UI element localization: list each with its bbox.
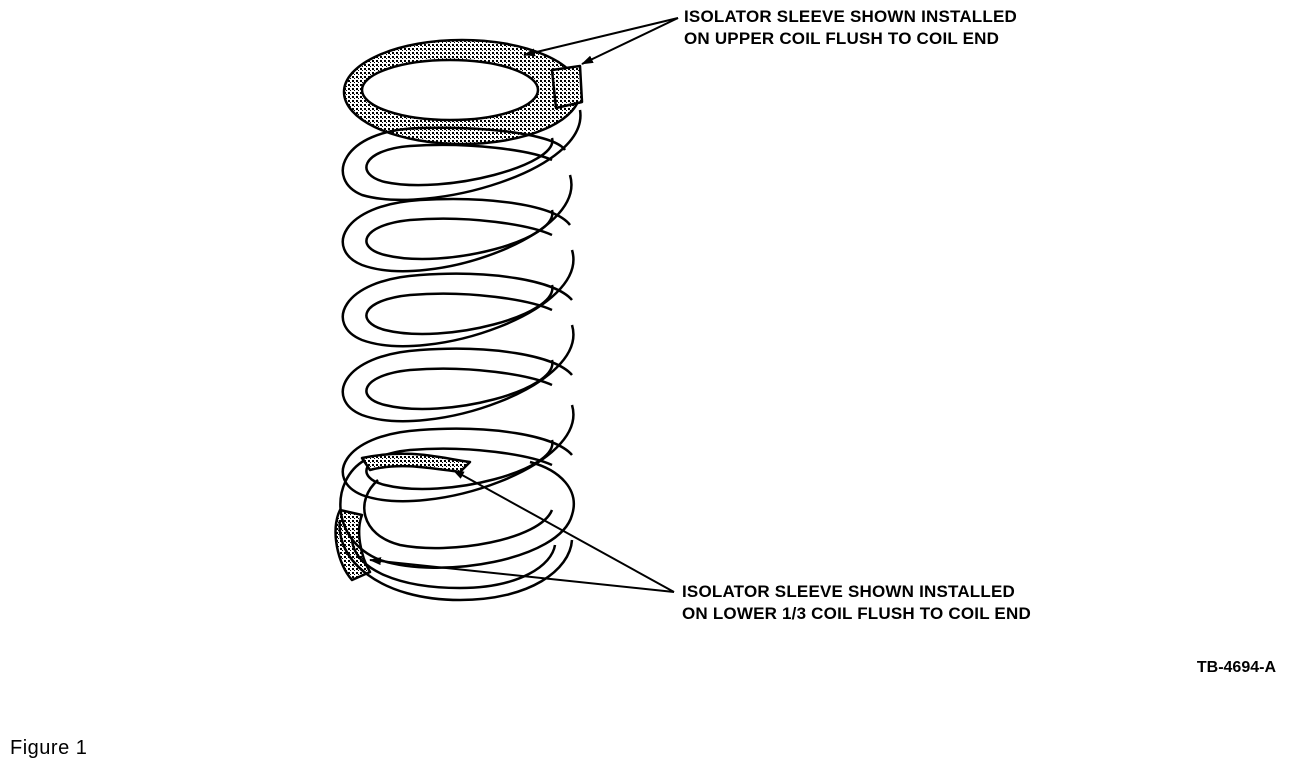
leader-upper-b (581, 17, 679, 65)
coil-turn-1 (341, 109, 582, 202)
drawing-number: TB-4694-A (1196, 659, 1276, 676)
callout-lower-line2: ON LOWER 1/3 COIL FLUSH TO COIL END (682, 604, 1031, 623)
callout-lower-line1: ISOLATOR SLEEVE SHOWN INSTALLED (682, 582, 1015, 601)
figure-caption: Figure 1 (10, 737, 88, 759)
lower-coil-sleeve (334, 452, 575, 602)
callout-upper-line2: ON UPPER COIL FLUSH TO COIL END (684, 29, 1000, 48)
leader-lines (369, 17, 679, 593)
coil-turn-4 (341, 324, 575, 423)
leader-lower-a (452, 469, 675, 593)
coil-spring (334, 38, 584, 602)
callout-upper-line1: ISOLATOR SLEEVE SHOWN INSTALLED (684, 7, 1017, 26)
coil-turn-2 (341, 174, 573, 273)
coil-turn-5 (341, 404, 575, 503)
leader-lower-b (369, 557, 675, 593)
callout-lower-sleeve: ISOLATOR SLEEVE SHOWN INSTALLED ON LOWER… (682, 581, 1031, 625)
callout-upper-sleeve: ISOLATOR SLEEVE SHOWN INSTALLED ON UPPER… (684, 6, 1017, 50)
leader-upper-a (523, 17, 679, 57)
upper-coil-sleeve (342, 38, 584, 146)
coil-turn-3 (341, 249, 575, 348)
